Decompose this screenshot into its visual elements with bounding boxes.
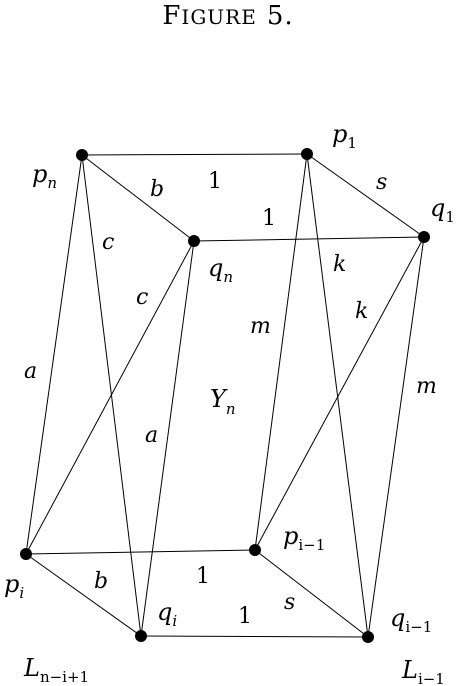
vertex-label-pn: pn <box>32 160 57 192</box>
edge-qn-qi <box>140 240 195 637</box>
vertex-qim1 <box>362 631 374 643</box>
edge-pn-p1 <box>81 153 308 156</box>
edge-pi-pim1 <box>25 549 256 555</box>
vertex-qi <box>135 630 147 642</box>
figure-title-smallcaps: IGURE <box>181 5 256 29</box>
edges-layer <box>25 153 425 638</box>
edge-label-pi-pim1: 1 <box>196 564 210 589</box>
edge-label-pn-qn: b <box>150 177 164 202</box>
edge-p1-q1 <box>306 153 425 238</box>
edge-label-qn-pi: c <box>136 285 148 310</box>
edge-label-qi-qim1: 1 <box>238 604 252 629</box>
edge-p1-qim1 <box>306 153 369 638</box>
vertex-qn <box>188 235 200 247</box>
nodes-layer <box>20 148 430 643</box>
vertex-label-qi: qi <box>157 598 177 630</box>
vertex-labels-layer: pn p1 q1 qn pi qi pi−1 qi−1 <box>4 120 455 636</box>
edge-label-qn-qi: a <box>145 423 158 448</box>
edge-label-q1-qim1: m <box>416 374 437 399</box>
edge-label-pn-p1: 1 <box>208 169 222 194</box>
figure-title-initial: F <box>162 1 181 31</box>
edge-pi-qi <box>25 553 142 637</box>
vertex-q1 <box>418 231 430 243</box>
edge-label-pim1-qim1: s <box>284 590 295 615</box>
vertex-label-p1: p1 <box>332 120 357 152</box>
vertex-label-pi: pi <box>4 570 24 602</box>
bottom-label-right: Li−1 <box>401 656 445 686</box>
edge-label-qn-q1: 1 <box>262 206 276 231</box>
vertex-label-q1: q1 <box>430 194 455 226</box>
edge-q1-qim1 <box>367 236 425 638</box>
region-label: Yn <box>210 385 236 418</box>
bottom-label-left: Ln−i+1 <box>23 654 89 686</box>
edge-label-pn-pi: a <box>24 359 37 384</box>
vertex-p1 <box>301 148 313 160</box>
vertex-pi <box>20 548 32 560</box>
vertex-pn <box>76 149 88 161</box>
edge-label-p1-qim1: k <box>333 252 346 277</box>
edge-qi-qim1 <box>140 635 369 638</box>
figure-title-number: 5. <box>267 1 294 31</box>
edge-label-p1-pim1: m <box>250 314 271 339</box>
vertex-label-qim1: qi−1 <box>390 604 432 636</box>
vertex-pim1 <box>249 544 261 556</box>
edge-pim1-qim1 <box>254 549 369 638</box>
edge-label-pn-qi: c <box>102 230 114 255</box>
edge-qn-pi <box>25 240 195 555</box>
figure-title: FIGURE 5. <box>162 1 293 31</box>
edge-pn-pi <box>25 154 83 555</box>
edge-pn-qn <box>81 154 195 242</box>
edge-p1-pim1 <box>254 153 308 551</box>
edge-labels-layer: 1 b c a s k m 1 c a k m 1 b 1 s <box>24 169 437 629</box>
edge-qn-q1 <box>193 236 425 242</box>
edge-q1-pim1 <box>254 236 425 551</box>
edge-label-pi-qi: b <box>94 569 108 594</box>
vertex-label-qn: qn <box>208 254 233 286</box>
edge-label-p1-q1: s <box>376 170 387 195</box>
vertex-label-pim1: pi−1 <box>283 522 325 554</box>
edge-label-q1-pim1: k <box>355 299 368 324</box>
